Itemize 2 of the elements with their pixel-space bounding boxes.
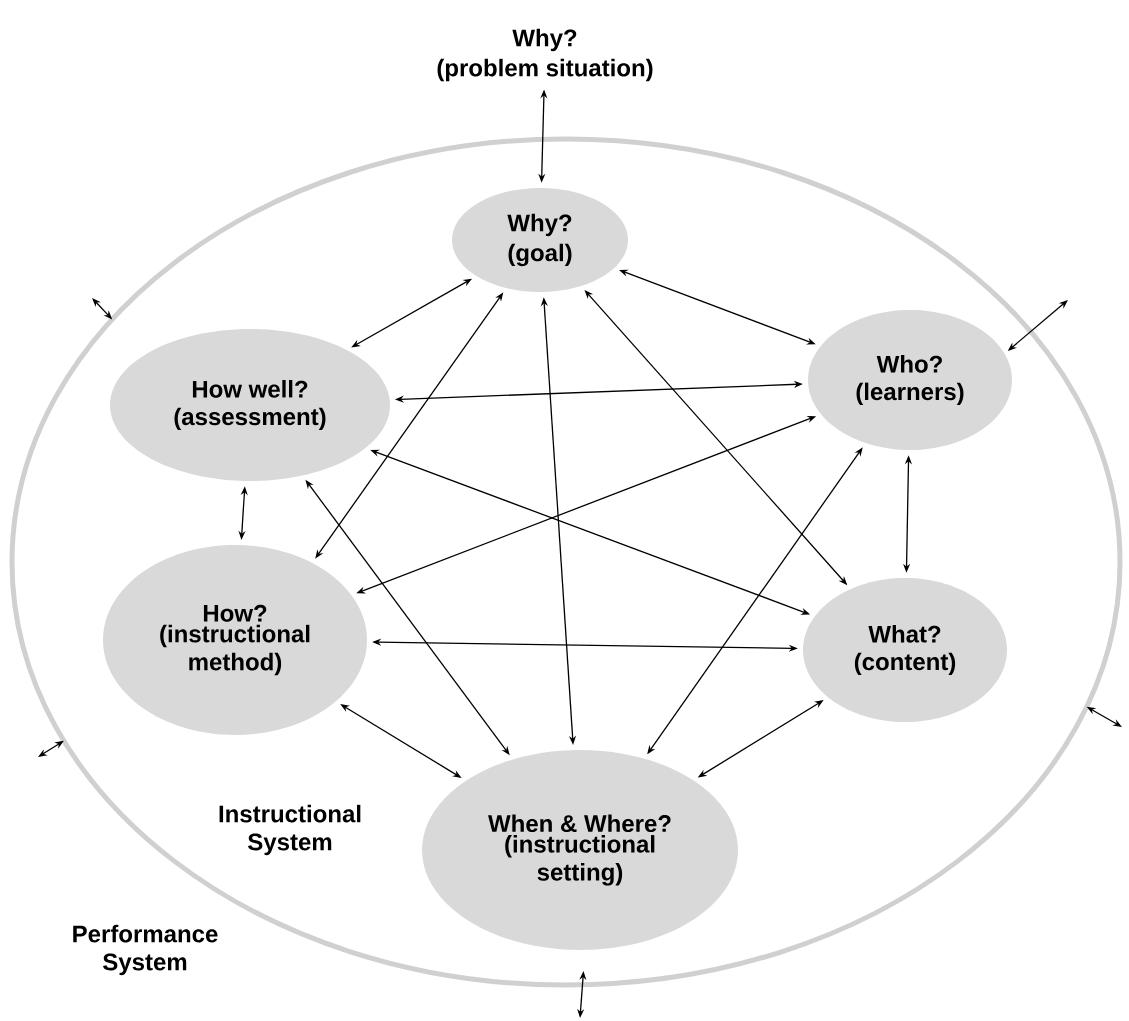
system-label: Performance System (73, 924, 218, 976)
question-text: Why? (problem situation) (437, 28, 653, 82)
